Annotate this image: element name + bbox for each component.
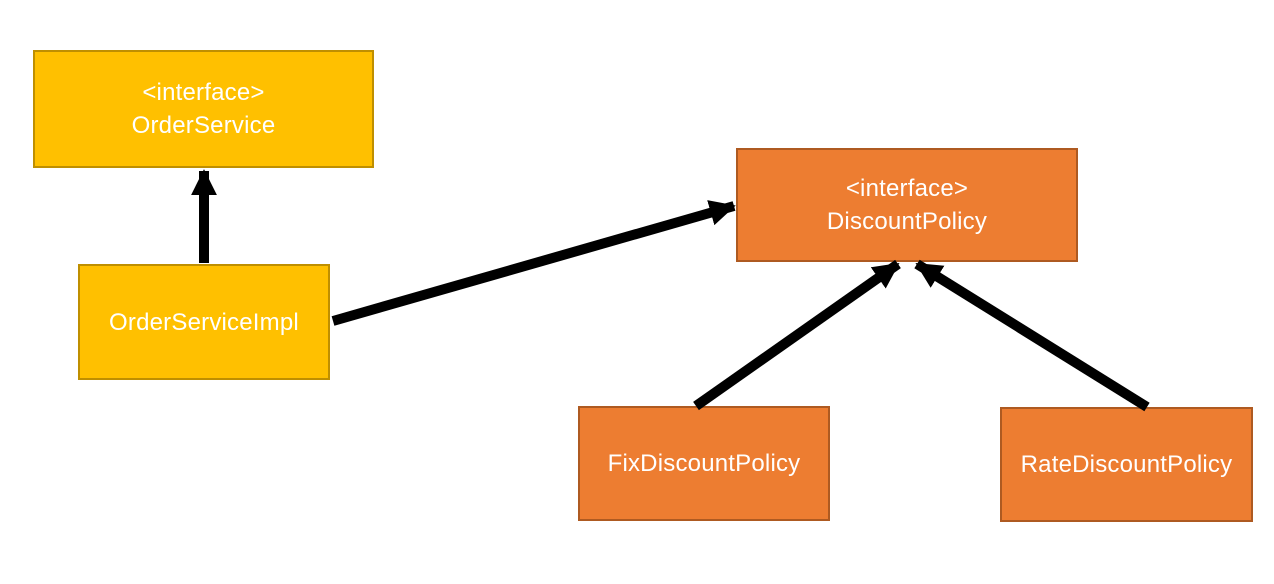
node-label: OrderServiceImpl [109,308,299,336]
edge-order-service-impl-to-discount-policy [331,200,736,326]
node-discount-policy: <interface> DiscountPolicy [736,148,1078,262]
edge-fix-discount-policy-to-discount-policy [693,259,901,411]
edge-rate-discount-policy-to-discount-policy [914,259,1150,412]
node-stereotype: <interface> [142,79,265,106]
node-label: RateDiscountPolicy [1020,451,1233,478]
node-label: FixDiscountPolicy [607,450,801,477]
node-fix-discount-policy: FixDiscountPolicy [578,406,830,521]
node-order-service-impl: OrderServiceImpl [78,264,330,380]
node-rate-discount-policy: RateDiscountPolicy [1000,407,1253,522]
node-label: DiscountPolicy [826,208,988,235]
node-order-service: <interface> OrderService [33,50,374,168]
node-stereotype: <interface> [845,175,969,202]
node-label: OrderService [131,112,276,139]
